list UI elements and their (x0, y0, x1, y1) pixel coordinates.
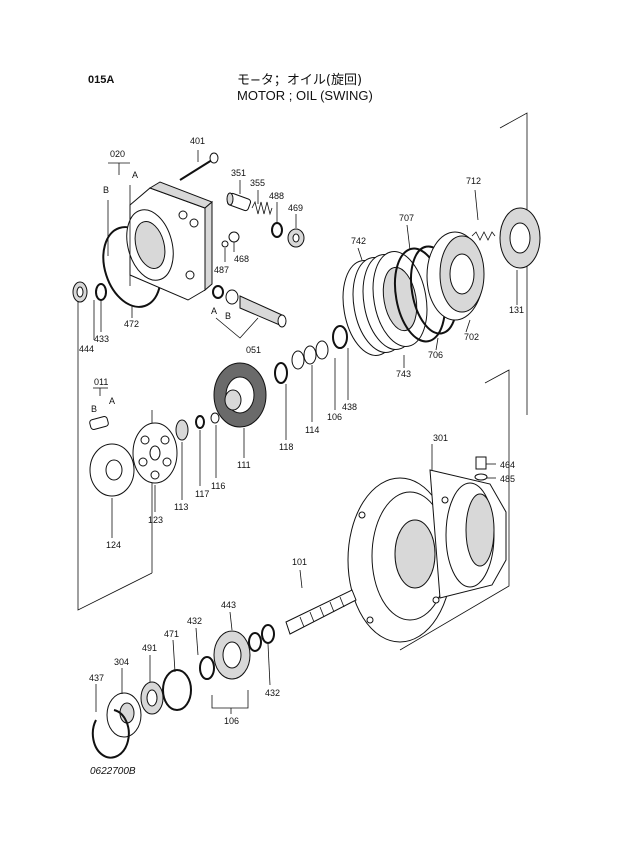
part-468-drawing (221, 231, 240, 248)
callout-464: 464 (500, 460, 515, 470)
callout-116: 116 (211, 481, 225, 491)
callout-401: 401 (190, 136, 205, 146)
letter-b-020: B (103, 185, 109, 195)
callout-468: 468 (234, 254, 249, 264)
part-113-drawing (175, 419, 189, 441)
part-432-rings-drawing (199, 624, 275, 680)
callout-111: 111 (237, 460, 251, 470)
part-444-drawing (72, 281, 88, 303)
callout-114: 114 (305, 425, 319, 435)
title-japanese: モ−タ；オイル(旋回) (237, 73, 363, 88)
callout-702: 702 (464, 332, 479, 342)
part-111-cylinder-block-drawing (213, 362, 267, 428)
callout-487: 487 (214, 265, 229, 275)
part-116-117-drawing (195, 412, 220, 429)
callout-712: 712 (466, 176, 481, 186)
part-401-bolt-drawing (179, 152, 219, 181)
drawing-number: 0622700B (90, 766, 136, 777)
letter-b-011: B (91, 404, 97, 414)
part-011-drawing (89, 416, 109, 430)
part-355-spring-drawing (251, 200, 273, 216)
part-491-seal-drawing (140, 681, 164, 715)
diagram-code: 015A (88, 74, 115, 86)
part-101-shaft-drawing (285, 589, 357, 635)
callout-113: 113 (174, 502, 188, 512)
callout-124: 124 (106, 540, 121, 550)
callout-437: 437 (89, 673, 104, 683)
callout-432-lower: 432 (265, 688, 280, 698)
callout-469: 469 (288, 203, 303, 213)
callout-707: 707 (399, 213, 414, 223)
callout-742: 742 (351, 236, 366, 246)
part-438-ring-drawing (332, 325, 348, 349)
callout-304: 304 (114, 657, 129, 667)
callout-471: 471 (164, 629, 179, 639)
part-351-drawing (226, 192, 252, 212)
callout-131: 131 (509, 305, 524, 315)
callout-011: 011 (94, 377, 108, 387)
callout-444: 444 (79, 344, 94, 354)
part-123-retainer-drawing (132, 422, 178, 484)
part-051-valve-drawing (212, 285, 287, 328)
part-469-plug-drawing (287, 228, 305, 248)
part-131-plate-drawing (499, 207, 541, 269)
part-106-114-spring-drawing (291, 340, 329, 370)
callout-488: 488 (269, 191, 284, 201)
callout-101: 101 (292, 557, 307, 567)
part-742-743-plates-drawing (342, 251, 428, 356)
part-118-ring-drawing (274, 362, 288, 384)
letter-a-051: A (211, 306, 217, 316)
callout-438: 438 (342, 402, 357, 412)
letter-a-020: A (132, 170, 138, 180)
letter-a-011: A (109, 396, 115, 406)
part-488-ring-drawing (271, 222, 283, 238)
callout-443: 443 (221, 600, 236, 610)
callout-051: 051 (246, 345, 261, 355)
callout-301: 301 (433, 433, 448, 443)
callout-117: 117 (195, 489, 209, 499)
part-471-oring-drawing (162, 669, 192, 711)
part-124-plate-drawing (89, 443, 135, 497)
part-712-spring-drawing (471, 231, 496, 241)
callout-labels: 020 401 351 355 488 469 468 487 051 712 … (79, 136, 524, 726)
part-020-casing-drawing (107, 181, 213, 301)
callout-743: 743 (396, 369, 411, 379)
callout-106-lower: 106 (224, 716, 239, 726)
callout-355: 355 (250, 178, 265, 188)
part-433-drawing (95, 283, 107, 301)
callout-433: 433 (94, 334, 109, 344)
callout-020: 020 (110, 149, 125, 159)
part-304-cover-drawing (106, 692, 142, 738)
callout-485: 485 (500, 474, 515, 484)
reference-letters: B A A B B A (91, 170, 231, 414)
leader-lines (93, 150, 518, 714)
callout-432-upper: 432 (187, 616, 202, 626)
part-702-piston-drawing (426, 231, 485, 321)
part-437-ring-drawing (91, 709, 130, 759)
part-464-485-drawing (474, 456, 488, 481)
callout-118: 118 (279, 442, 293, 452)
letter-b-051: B (225, 311, 231, 321)
title-english: MOTOR ; OIL (SWING) (237, 88, 373, 103)
callout-472: 472 (124, 319, 139, 329)
callout-123: 123 (148, 515, 163, 525)
callout-106-upper: 106 (327, 412, 342, 422)
callout-351: 351 (231, 168, 246, 178)
part-443-bearing-drawing (213, 630, 251, 680)
callout-706: 706 (428, 350, 443, 360)
part-301-casing-drawing (347, 469, 507, 643)
callout-491: 491 (142, 643, 157, 653)
